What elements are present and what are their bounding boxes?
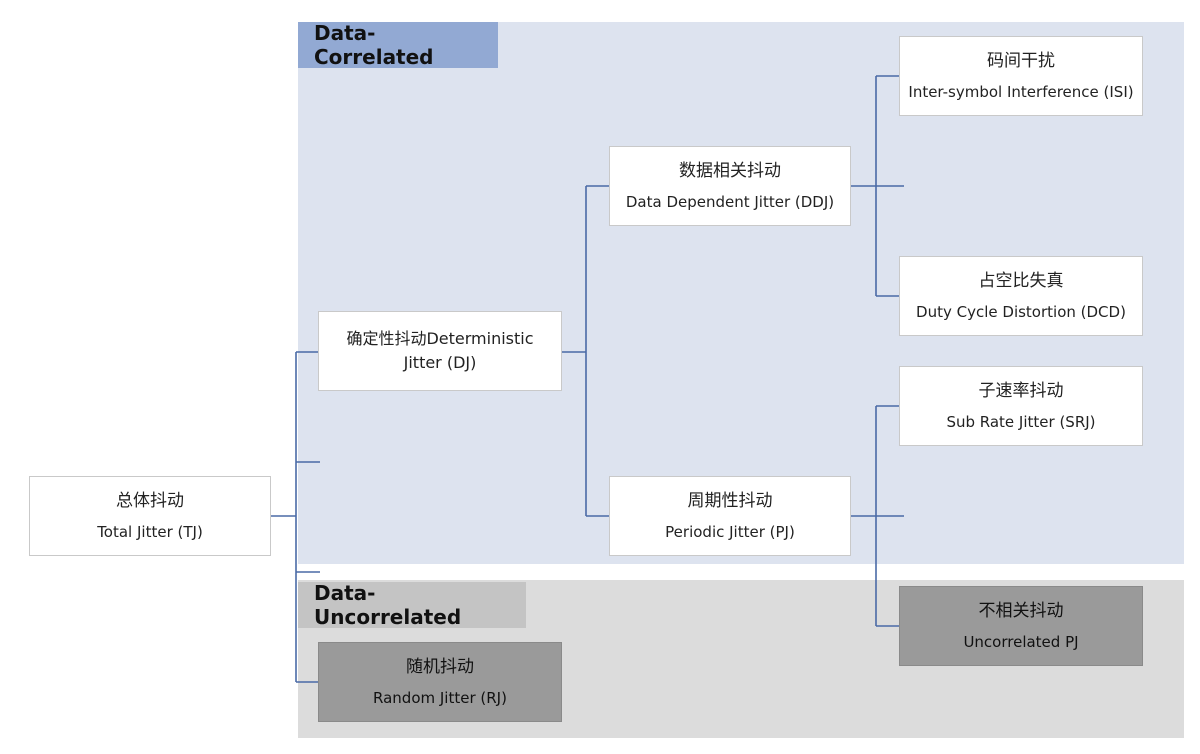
node-label-en: Total Jitter (TJ) [97, 522, 203, 541]
node-label-en: Uncorrelated PJ [963, 632, 1079, 651]
node-label-en: Sub Rate Jitter (SRJ) [946, 412, 1096, 431]
node-label: 确定性抖动Deterministic Jitter (DJ) [346, 329, 534, 372]
data-correlated-label: Data-Correlated [298, 21, 498, 69]
node-uncorrelated-pj: 不相关抖动 Uncorrelated PJ [899, 586, 1143, 666]
node-label-zh: 占空比失真 [978, 271, 1064, 292]
node-label-zh: 码间干扰 [987, 51, 1055, 72]
node-inter-symbol-interference: 码间干扰 Inter-symbol Interference (ISI) [899, 36, 1143, 116]
node-label-zh: 随机抖动 [406, 657, 474, 678]
node-duty-cycle-distortion: 占空比失真 Duty Cycle Distortion (DCD) [899, 256, 1143, 336]
node-label-en: Periodic Jitter (PJ) [665, 522, 795, 541]
node-random-jitter: 随机抖动 Random Jitter (RJ) [318, 642, 562, 722]
node-label-en: Data Dependent Jitter (DDJ) [625, 192, 835, 211]
node-label-zh: 周期性抖动 [687, 491, 773, 512]
node-label-zh: 子速率抖动 [978, 381, 1064, 402]
data-uncorrelated-label: Data-Uncorrelated [298, 581, 526, 629]
node-sub-rate-jitter: 子速率抖动 Sub Rate Jitter (SRJ) [899, 366, 1143, 446]
node-label-zh: 不相关抖动 [978, 601, 1064, 622]
node-label-zh: 数据相关抖动 [679, 161, 781, 182]
node-total-jitter: 总体抖动 Total Jitter (TJ) [29, 476, 271, 556]
node-deterministic-jitter: 确定性抖动Deterministic Jitter (DJ) [318, 311, 562, 391]
node-periodic-jitter: 周期性抖动 Periodic Jitter (PJ) [609, 476, 851, 556]
node-label-zh: 总体抖动 [116, 491, 184, 512]
node-data-dependent-jitter: 数据相关抖动 Data Dependent Jitter (DDJ) [609, 146, 851, 226]
node-label-en: Duty Cycle Distortion (DCD) [916, 302, 1126, 321]
node-label-en: Inter-symbol Interference (ISI) [908, 82, 1134, 101]
node-label-en: Random Jitter (RJ) [373, 688, 507, 707]
